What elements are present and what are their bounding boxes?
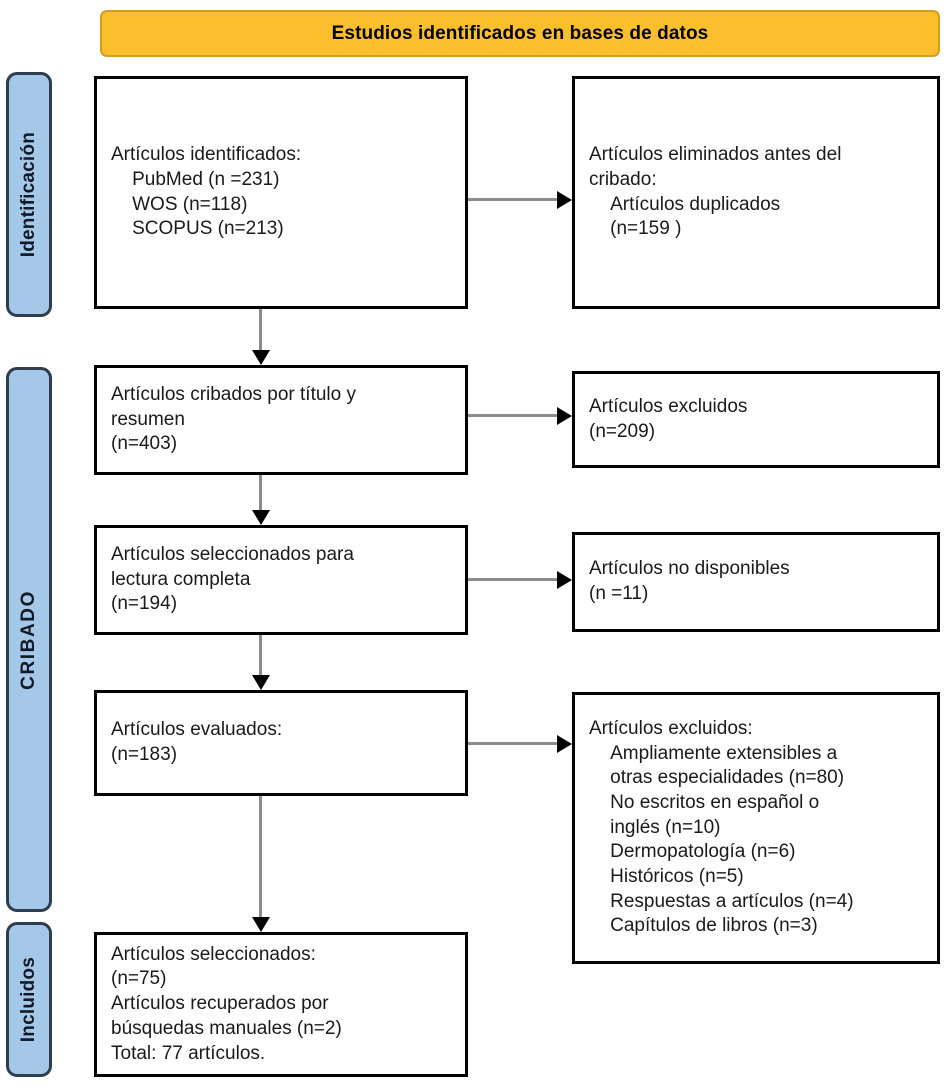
box-articulos-identificados: Artículos identificados: PubMed (n =231)… [94, 76, 468, 309]
connector-fulltext-to-unavailable [468, 578, 557, 581]
box-identified-text: Artículos identificados: PubMed (n =231)… [111, 144, 302, 240]
connector-fulltext-to-assessed [259, 635, 262, 675]
box-articulos-no-disponibles: Artículos no disponibles (n =11) [572, 532, 940, 632]
arrowhead-identified-to-screened [252, 350, 270, 365]
header-banner: Estudios identificados en bases de datos [100, 10, 940, 57]
arrowhead-assessed-to-included [252, 917, 270, 932]
box-articulos-incluidos: Artículos seleccionados: (n=75) Artículo… [94, 932, 468, 1077]
box-screened-text: Artículos cribados por título y resumen … [111, 383, 356, 455]
stage-bar-identificacion: Identificación [6, 72, 52, 317]
box-articulos-excluidos-evaluacion: Artículos excluidos: Ampliamente extensi… [572, 692, 940, 964]
connector-screened-to-fulltext [259, 475, 262, 510]
box-articulos-cribados: Artículos cribados por título y resumen … [94, 365, 468, 475]
box-excluded-2-text: Artículos excluidos: Ampliamente extensi… [589, 717, 854, 937]
connector-identified-to-screened [259, 309, 262, 350]
arrowhead-screened-to-excluded-1 [557, 407, 572, 425]
connector-screened-to-excluded-1 [468, 414, 557, 417]
connector-identified-to-removed [468, 198, 557, 201]
stage-label-incluidos: Incluidos [18, 956, 39, 1043]
stage-bar-incluidos: Incluidos [6, 922, 52, 1077]
box-excluded-1-text: Artículos excluidos (n=209) [589, 395, 748, 442]
arrowhead-assessed-to-excluded-2 [557, 735, 572, 753]
box-articulos-evaluados: Artículos evaluados: (n=183) [94, 690, 468, 796]
box-fulltext-text: Artículos seleccionados para lectura com… [111, 543, 354, 615]
box-unavailable-text: Artículos no disponibles (n =11) [589, 558, 790, 604]
stage-label-identificacion: Identificación [18, 131, 39, 258]
box-assessed-text: Artículos evaluados: (n=183) [111, 719, 283, 765]
box-articulos-seleccionados-lectura-completa: Artículos seleccionados para lectura com… [94, 525, 468, 635]
arrowhead-fulltext-to-assessed [252, 675, 270, 690]
box-articulos-excluidos-cribado: Artículos excluidos (n=209) [572, 371, 940, 468]
arrowhead-screened-to-fulltext [252, 510, 270, 525]
connector-assessed-to-excluded-2 [468, 742, 557, 745]
box-articulos-eliminados-antes-cribado: Artículos eliminados antes del cribado: … [572, 76, 940, 309]
arrowhead-identified-to-removed [557, 191, 572, 209]
box-included-text: Artículos seleccionados: (n=75) Artículo… [111, 943, 342, 1064]
stage-bar-cribado: CRIBADO [6, 367, 52, 912]
stage-label-cribado: CRIBADO [18, 589, 39, 690]
banner-title: Estudios identificados en bases de datos [331, 22, 709, 44]
connector-assessed-to-included [259, 796, 262, 917]
box-removed-text: Artículos eliminados antes del cribado: … [589, 144, 842, 240]
arrowhead-fulltext-to-unavailable [557, 571, 572, 589]
